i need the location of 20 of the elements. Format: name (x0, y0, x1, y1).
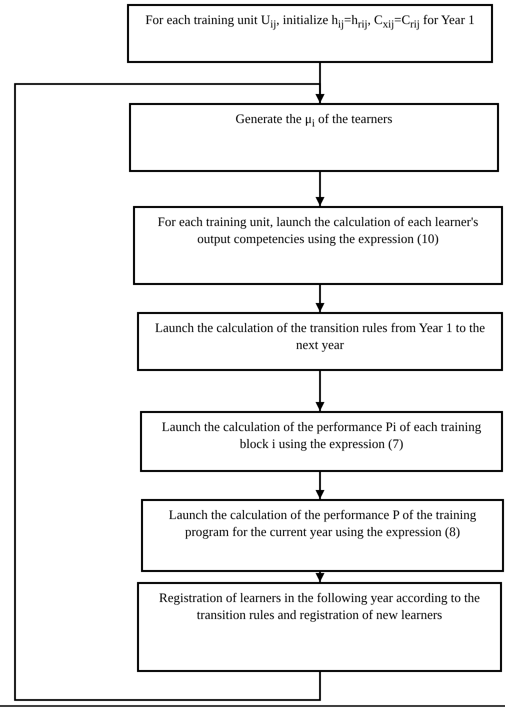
arrow (316, 172, 324, 206)
step-text: Launch the calculation of the transition rules from Year 1 to the next year (154, 320, 486, 354)
step-text: Launch the calculation of the performance Pi of each training block i using the expression (7) (160, 419, 482, 453)
process-box (137, 582, 502, 672)
arrow (316, 371, 324, 411)
step-text: Generate the μ$_{i}$ of the tearners (236, 111, 392, 131)
arrow (14, 83, 324, 701)
process-box (133, 206, 503, 285)
process-box (141, 499, 504, 572)
arrow (316, 472, 324, 499)
process-box (129, 103, 499, 172)
step-text: For each training unit U$_{ij}$, initialize h$_{ij}$=h$_{rij}$, C$_{xij}$=C$_{rij}$ for Year 1 (145, 12, 475, 32)
process-box (137, 312, 503, 371)
process-box (140, 411, 503, 472)
process-box (127, 4, 493, 63)
arrow (316, 572, 324, 582)
step-text: Registration of learners in the following year according to the transition rules and registration of new learners (158, 590, 481, 624)
step-text: For each training unit, launch the calculation of each learner's output competencies using the expression (10) (156, 214, 480, 248)
arrow (316, 285, 324, 312)
step-text: Launch the calculation of the performance P of the training program for the current year using the expression (8) (168, 507, 478, 541)
